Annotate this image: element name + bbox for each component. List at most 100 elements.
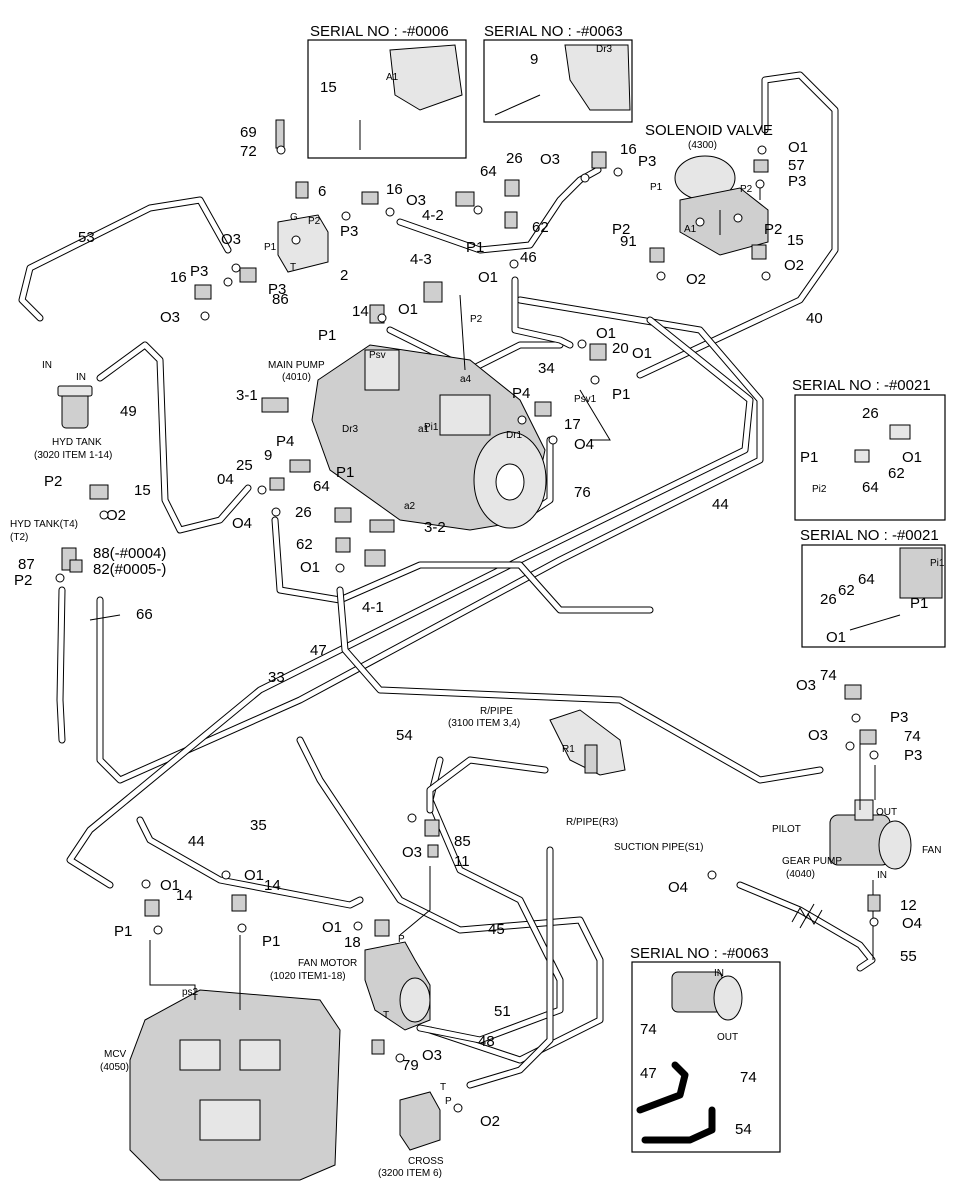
callout-15-right: 15 [787,232,804,249]
callout-91: 91 [620,233,637,250]
port-t-block: T [290,262,296,273]
cross-fitting [399,1091,441,1151]
r-pipe-component [549,709,626,776]
serial-box-5: SERIAL NO : -#0063 IN OUT 74 47 74 54 [630,945,781,1153]
callout-04: 04 [217,471,234,488]
port-o1-pump: O1 [398,301,418,318]
callout-79: 79 [402,1057,419,1074]
gear-pump-in: IN [877,870,887,881]
callout-20: 20 [612,340,629,357]
port-p2-sol-left: P2 [612,221,630,238]
gear-pump-pilot: PILOT [772,824,801,835]
port-p1-20: P1 [612,386,630,403]
callout-33: 33 [268,669,285,686]
port-p2-pump: P2 [470,314,483,325]
port-o2-sol-right: O2 [784,257,804,274]
callout-62-mid: 62 [296,536,313,553]
serial-box-4-item-o1: O1 [826,629,846,646]
port-p-cross: P [445,1096,452,1107]
port-p2-sol: P2 [740,184,753,195]
port-dr1-pump: Dr1 [506,430,523,441]
port-p2-tank: P2 [44,473,62,490]
gear-pump [829,799,912,870]
callout-44-right: 44 [712,496,729,513]
port-p3-left: P3 [190,263,208,280]
mcv-code: (4050) [100,1062,129,1073]
hose-lines [18,71,876,1089]
callout-82: 82(#0005-) [93,561,166,578]
leader-lines [89,180,876,1010]
port-o1-46: O1 [478,269,498,286]
port-p3-74: P3 [890,709,908,726]
callout-16-right: 16 [620,141,637,158]
serial-box-4-item-p1: P1 [910,595,928,612]
hose-51 [416,756,564,1044]
port-p1-42: P1 [466,239,484,256]
port-p-fanmotor: P [398,934,405,945]
serial-box-4-item-62: 62 [838,582,855,599]
serial-box-2-tag: Dr3 [596,44,613,55]
callout-69: 69 [240,124,257,141]
hyd-tank-t4-name: HYD TANK(T4) [10,519,78,530]
callout-46: 46 [520,249,537,266]
serial-box-3-item-p1: P1 [800,449,818,466]
port-a1-pump: a1 [418,424,430,435]
port-pi1-pump: Pi1 [424,422,439,433]
hyd-tank-filter [57,385,93,429]
callout-12: 12 [900,897,917,914]
main-pump [311,344,547,531]
port-dr3-pump: Dr3 [342,424,359,435]
callout-34: 34 [538,360,555,377]
serial-box-3-item-26: 26 [862,405,879,422]
r-pipe-code: (3100 ITEM 3,4) [448,718,520,729]
callout-2: 2 [340,267,348,284]
port-p2-bottom: P2 [14,572,32,589]
serial-box-2-item: 9 [530,51,538,68]
gear-pump-name: GEAR PUMP [782,856,842,867]
port-p3-mid: P3 [268,281,286,298]
hose-49 [96,341,252,534]
callout-64-top: 64 [480,163,497,180]
serial-box-1-tag: A1 [386,72,399,83]
port-p3-top: P3 [340,223,358,240]
port-o4-12: O4 [902,915,922,932]
hyd-tank-t4-code: (T2) [10,532,28,543]
serial-box-1-item: 15 [320,79,337,96]
serial-box-3-item-62: 62 [888,465,905,482]
callout-26-top: 26 [506,150,523,167]
serial-box-2: SERIAL NO : -#0063 Dr3 9 [483,23,633,123]
callout-85: 85 [454,833,471,850]
fan-motor-code: (1020 ITEM1-18) [270,971,346,982]
serial-box-4: SERIAL NO : -#0021 Pi1 64 26 62 P1 O1 [800,527,946,648]
port-o1-41: O1 [300,559,320,576]
port-o3-85: O3 [402,844,422,861]
port-r1: R1 [562,744,575,755]
fan-motor-name: FAN MOTOR [298,958,357,969]
callout-57: 57 [788,157,805,174]
callout-88: 88(-#0004) [93,545,166,562]
port-o1-sol: O1 [788,139,808,156]
serial-box-5-title: SERIAL NO : -#0063 [630,945,769,962]
port-o3-79: O3 [422,1047,442,1064]
port-a4-pump: a4 [460,374,472,385]
port-p3-sol-right: P3 [788,173,806,190]
gear-pump-out: OUT [876,807,897,818]
port-o3-74: O3 [796,677,816,694]
callout-9: 9 [264,447,272,464]
port-p1-mcv-right: P1 [262,933,280,950]
gear-pump-fan: FAN [922,845,941,856]
callout-4-2: 4-2 [422,207,444,224]
callout-74-mid: 74 [904,728,921,745]
port-t-fanmotor: T [383,1010,389,1021]
port-o2-cross: O2 [480,1113,500,1130]
callout-86: 86 [272,291,289,308]
callout-14-top: 14 [352,303,369,320]
callout-14-mid: 14 [176,887,193,904]
port-psv-pump: Psv [369,350,386,361]
callout-45: 45 [488,921,505,938]
callout-40: 40 [806,310,823,327]
serial-box-3-tag: Pi2 [812,484,827,495]
port-in-49: IN [76,372,86,383]
port-p4-17: P4 [512,385,530,402]
callout-74-top: 74 [820,667,837,684]
